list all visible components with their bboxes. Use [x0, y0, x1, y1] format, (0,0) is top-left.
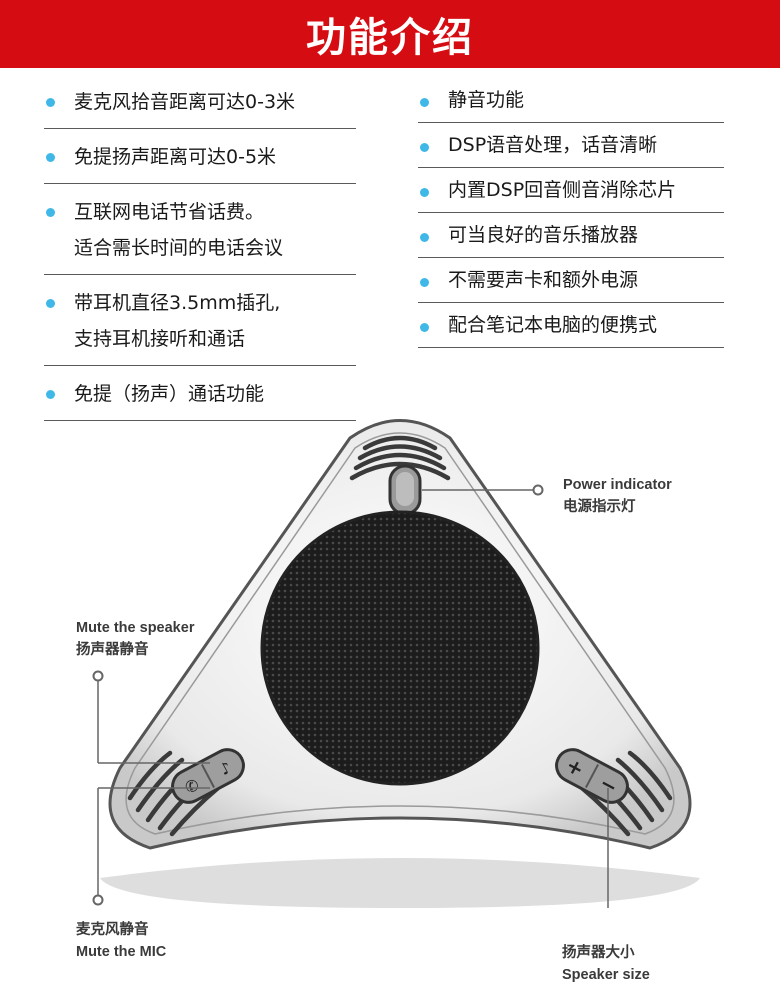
feature-list-right: 静音功能 DSP语音处理，话音清晰 内置DSP回音侧音消除芯片 可当良好的音乐播…: [418, 74, 724, 348]
bullet-dot-icon: [420, 143, 429, 152]
bullet-dot-icon: [420, 98, 429, 107]
feature-text: 内置DSP回音侧音消除芯片: [448, 179, 677, 201]
feature-text: 适合需长时间的电话会议: [74, 237, 284, 259]
callout-text-en: Mute the speaker: [76, 620, 195, 636]
bullet-dot-icon: [46, 153, 55, 162]
feature-text: 静音功能: [448, 89, 525, 111]
bullet-dot-icon: [420, 233, 429, 242]
top-vent-grille: [349, 435, 451, 481]
callout-mute-speaker: Mute the speaker 扬声器静音: [76, 617, 194, 661]
feature-item: 可当良好的音乐播放器: [418, 213, 724, 258]
feature-item: 内置DSP回音侧音消除芯片: [418, 168, 724, 213]
feature-item: DSP语音处理，话音清晰: [418, 123, 724, 168]
callout-text-zh: 麦克风静音: [76, 922, 149, 938]
feature-text: 可当良好的音乐播放器: [448, 224, 639, 246]
feature-list-left: 麦克风拾音距离可达0-3米 免提扬声距离可达0-5米 互联网电话节省话费。 适合…: [44, 74, 356, 421]
callout-text-zh: 电源指示灯: [563, 499, 636, 515]
feature-item: 静音功能: [418, 74, 724, 123]
feature-text: 互联网电话节省话费。: [74, 201, 265, 223]
feature-text: 不需要声卡和额外电源: [448, 269, 639, 291]
feature-text: DSP语音处理，话音清晰: [448, 134, 658, 156]
volume-button-group: + −: [555, 748, 629, 804]
bullet-dot-icon: [46, 299, 55, 308]
callout-speaker-size: 扬声器大小 Speaker size: [562, 942, 650, 986]
bullet-dot-icon: [46, 390, 55, 399]
feature-text: 支持耳机接听和通话: [74, 328, 246, 350]
callout-text-zh: 扬声器静音: [76, 642, 149, 658]
callout-text-en: Power indicator: [563, 477, 672, 493]
power-indicator-lens: [396, 472, 414, 506]
feature-item: 麦克风拾音距离可达0-3米: [44, 74, 356, 129]
feature-item: 带耳机直径3.5mm插孔, 支持耳机接听和通话: [44, 275, 356, 366]
feature-text: 配合笔记本电脑的便携式: [448, 314, 658, 336]
feature-item: 互联网电话节省话费。 适合需长时间的电话会议: [44, 184, 356, 275]
callout-text-en: Speaker size: [562, 967, 650, 983]
feature-item: 不需要声卡和额外电源: [418, 258, 724, 303]
speakerphone-illustration: ✆ ♪ + −: [92, 419, 700, 908]
bullet-dot-icon: [420, 278, 429, 287]
page-title: 功能介绍: [306, 15, 474, 61]
feature-item: 免提（扬声）通话功能: [44, 366, 356, 421]
callout-text-zh: 扬声器大小: [562, 945, 635, 961]
feature-item: 免提扬声距离可达0-5米: [44, 129, 356, 184]
feature-text: 免提扬声距离可达0-5米: [74, 146, 277, 168]
feature-text: 麦克风拾音距离可达0-3米: [74, 91, 296, 113]
feature-item: 配合笔记本电脑的便携式: [418, 303, 724, 348]
header-banner: 功能介绍: [0, 0, 780, 68]
callout-text-en: Mute the MIC: [76, 944, 167, 960]
mute-button-group: ✆ ♪: [171, 748, 245, 804]
bullet-dot-icon: [46, 208, 55, 217]
callout-power-indicator: Power indicator 电源指示灯: [563, 474, 672, 518]
device-shell-inner-edge: [125, 432, 675, 835]
callout-mute-mic: 麦克风静音 Mute the MIC: [76, 919, 166, 963]
feature-text: 带耳机直径3.5mm插孔,: [74, 292, 281, 314]
device-shadow: [100, 858, 700, 908]
feature-text: 免提（扬声）通话功能: [74, 383, 265, 405]
bullet-dot-icon: [420, 323, 429, 332]
callout-lines: [97, 489, 609, 908]
speaker-grille: [260, 510, 540, 786]
bullet-dot-icon: [46, 98, 55, 107]
bullet-dot-icon: [420, 188, 429, 197]
callout-dots: [92, 484, 544, 906]
